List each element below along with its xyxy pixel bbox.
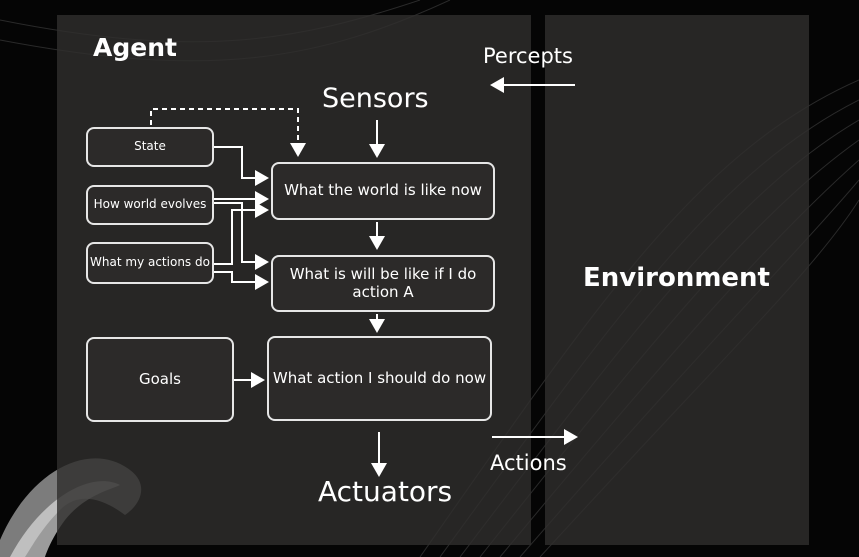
actuators-label: Actuators	[318, 475, 453, 508]
world-evolves-box: How world evolves	[86, 185, 214, 225]
environment-panel	[545, 15, 809, 545]
environment-title: Environment	[583, 263, 770, 293]
actions-do-arrow-1	[214, 202, 269, 265]
percepts-label: Percepts	[483, 44, 573, 68]
world-now-box: What the world is like now	[271, 162, 495, 220]
state-feedback-dashed	[150, 108, 306, 157]
actions-do-box: What my actions do	[86, 242, 214, 284]
should-do-box: What action I should do now	[267, 336, 492, 421]
actions-do-arrow-2	[214, 271, 269, 290]
agent-title: Agent	[93, 33, 177, 62]
state-box: State	[86, 127, 214, 167]
world-evolves-arrow-2	[214, 202, 269, 270]
goals-box: Goals	[86, 337, 234, 422]
state-arrow	[214, 146, 269, 186]
actions-label: Actions	[490, 451, 567, 475]
if-action-box: What is will be like if I do action A	[271, 255, 495, 312]
sensors-label: Sensors	[322, 83, 429, 114]
